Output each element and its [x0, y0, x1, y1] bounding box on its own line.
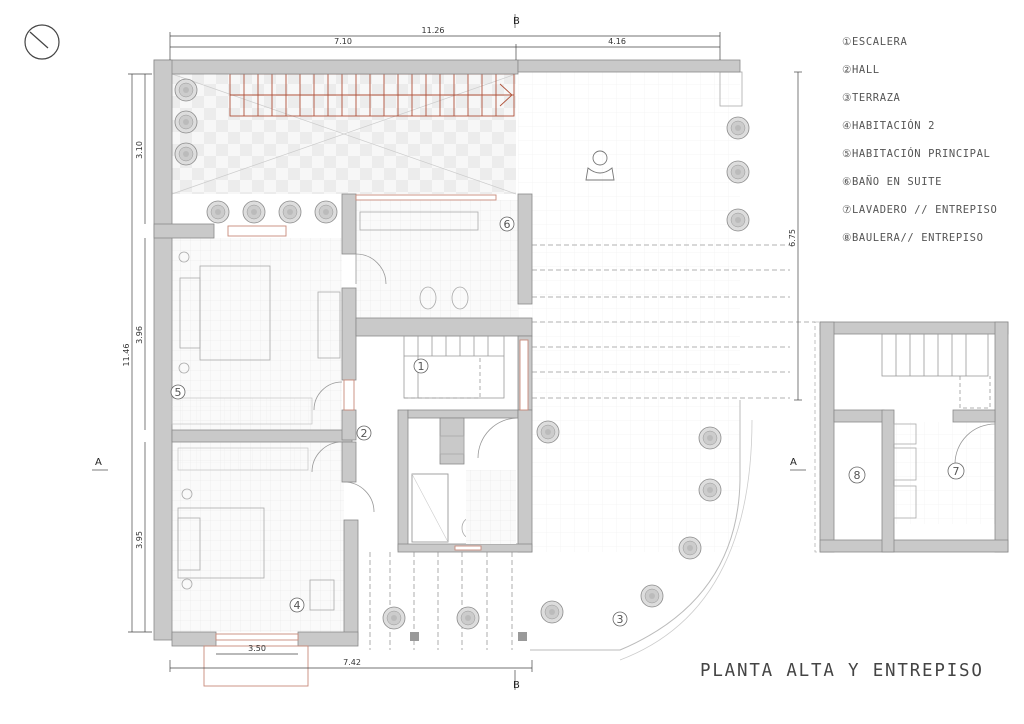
balcony	[203, 645, 309, 687]
legend-symbol: ⑦	[842, 204, 853, 216]
legend-symbol: ③	[842, 92, 853, 104]
mezzanine-wall-dash	[814, 321, 821, 553]
room-number-2: 2	[361, 427, 368, 440]
doors	[311, 253, 996, 513]
dim-room4-height: 3.95	[135, 531, 144, 549]
legend-label: ESCALERA	[852, 36, 908, 48]
void-cross	[171, 73, 517, 195]
bed-icon-2	[177, 488, 335, 611]
plan-title: PLANTA ALTA Y ENTREPISO	[700, 661, 984, 681]
room-markers	[170, 216, 965, 627]
person-icon	[585, 150, 615, 181]
legend-symbol: ①	[842, 36, 853, 48]
dim-left-width: 7.10	[334, 37, 352, 46]
windows	[215, 194, 529, 641]
legend: ①ESCALERA ②HALL ③TERRAZA ④HABITACIÓN 2 ⑤…	[842, 34, 1018, 258]
dimension-lines	[92, 14, 806, 690]
dim-total-width: 11.26	[422, 26, 445, 35]
section-mark-a-right: A	[790, 457, 797, 468]
legend-item-hall: ②HALL	[842, 62, 1018, 90]
room-number-1: 1	[418, 360, 425, 373]
section-mark-b-bottom: B	[513, 680, 520, 691]
legend-item-escalera: ①ESCALERA	[842, 34, 1018, 62]
legend-item-baulera: ⑧BAULERA// ENTREPISO	[842, 230, 1018, 258]
legend-label: HABITACIÓN PRINCIPAL	[852, 148, 991, 160]
bathroom-floor	[466, 470, 516, 544]
bed-icon	[178, 251, 341, 374]
dim-top-height: 3.10	[135, 141, 144, 159]
legend-symbol: ⑤	[842, 148, 853, 160]
dim-room5-height: 3.96	[135, 326, 144, 344]
legend-symbol: ⑧	[842, 232, 853, 244]
dim-bottom-width: 3.50	[248, 644, 266, 653]
dim-terrace-height: 6.75	[788, 229, 797, 247]
wardrobe-2	[177, 447, 309, 471]
legend-label: TERRAZA	[852, 92, 901, 104]
legend-item-habitacion-principal: ⑤HABITACIÓN PRINCIPAL	[842, 146, 1018, 174]
room-number-5: 5	[175, 386, 182, 399]
legend-item-lavadero: ⑦LAVADERO // ENTREPISO	[842, 202, 1018, 230]
north-arrow-icon	[24, 24, 60, 60]
legend-label: HALL	[852, 64, 880, 76]
pergola-posts	[410, 632, 527, 641]
room-number-8: 8	[854, 469, 861, 482]
legend-item-habitacion-2: ④HABITACIÓN 2	[842, 118, 1018, 146]
dim-right-width: 4.16	[608, 37, 626, 46]
dim-total-height: 11.46	[122, 344, 131, 367]
legend-item-terraza: ③TERRAZA	[842, 90, 1018, 118]
section-mark-a-left: A	[95, 457, 102, 468]
section-mark-b-top: B	[513, 16, 520, 27]
room-number-6: 6	[504, 218, 511, 231]
legend-symbol: ⑥	[842, 176, 853, 188]
legend-label: BAÑO EN SUITE	[852, 176, 942, 188]
dim-bottom-total: 7.42	[343, 658, 361, 667]
legend-label: BAULERA// ENTREPISO	[852, 232, 984, 244]
wardrobe	[171, 397, 313, 425]
legend-symbol: ④	[842, 120, 853, 132]
room-number-3: 3	[617, 613, 624, 626]
laundry-fixtures	[893, 423, 917, 519]
room-number-4: 4	[294, 599, 301, 612]
legend-label: LAVADERO // ENTREPISO	[852, 204, 998, 216]
mezzanine-stair	[881, 333, 991, 409]
legend-label: HABITACIÓN 2	[852, 120, 936, 132]
room-number-7: 7	[953, 465, 960, 478]
legend-symbol: ②	[842, 64, 853, 76]
pergola-beams	[369, 244, 815, 650]
legend-item-bano-en-suite: ⑥BAÑO EN SUITE	[842, 174, 1018, 202]
terrace-floor	[518, 71, 753, 661]
